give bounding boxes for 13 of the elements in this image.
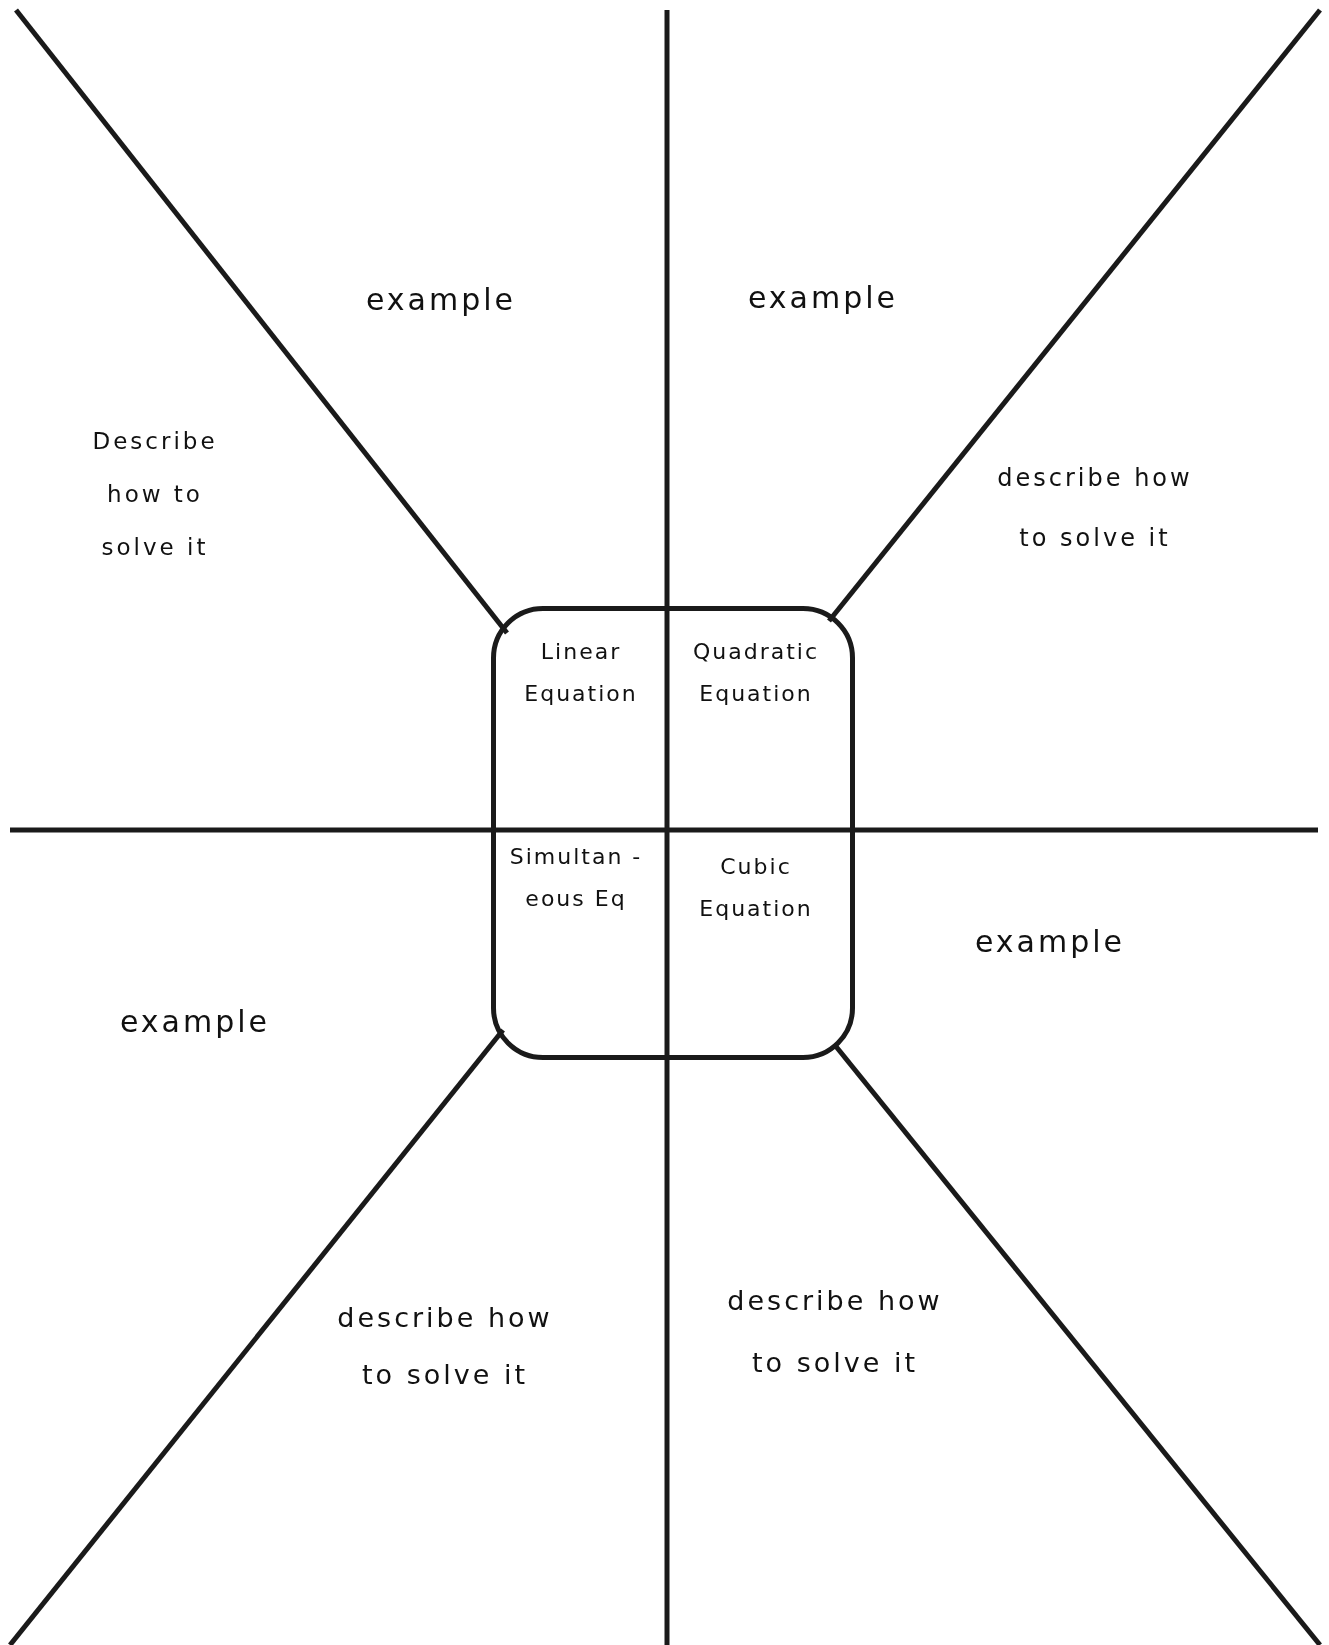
quadrant-title: Linear Equation <box>523 638 639 708</box>
prompt-text: example <box>973 923 1127 961</box>
quadrant-title: Simultan -eous Eq <box>508 843 644 913</box>
prompt-text: example <box>364 281 518 319</box>
prompt-text: describe how to solve it <box>336 1301 554 1392</box>
center-box <box>491 606 855 1060</box>
prompt-text: describe how to solve it <box>726 1284 944 1381</box>
quadrant-title: Quadratic Equation <box>691 638 821 708</box>
prompt-text: example <box>746 279 900 317</box>
quadrant-title: Cubic Equation <box>698 853 814 923</box>
prompt-text: Describe how to solve it <box>91 427 219 562</box>
prompt-text: example <box>118 1003 272 1041</box>
prompt-text: describe how to solve it <box>996 463 1194 554</box>
